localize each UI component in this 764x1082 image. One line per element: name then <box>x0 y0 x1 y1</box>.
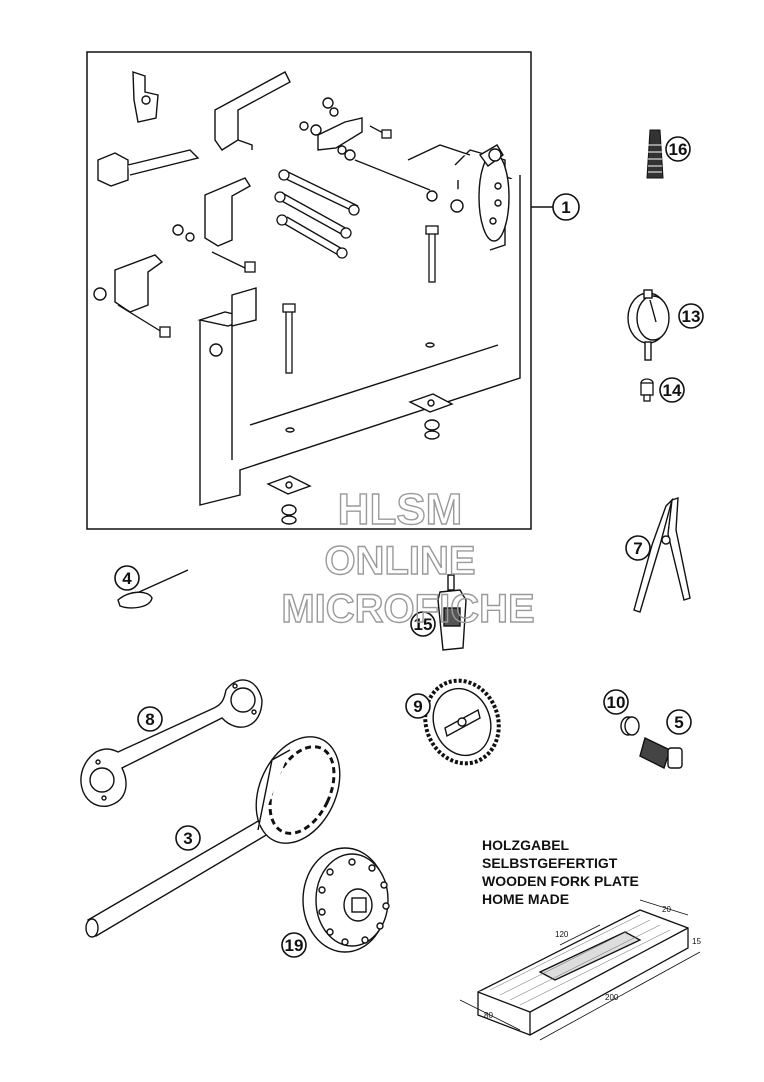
callout-4: 4 <box>122 569 132 588</box>
svg-text:HLSM: HLSM <box>338 485 463 534</box>
part-8-pin-wrench <box>80 679 263 807</box>
svg-text:MICROFICHE: MICROFICHE <box>281 587 534 631</box>
part-4-spoon <box>117 569 189 609</box>
note-line-2: SELBSTGEFERTIGT <box>482 855 618 871</box>
part-19-puller <box>302 847 390 953</box>
part-9-toothed-disc <box>423 678 501 766</box>
note-line-4: HOME MADE <box>482 891 570 907</box>
bolts <box>117 125 439 374</box>
callout-5: 5 <box>674 713 683 732</box>
callout-3: 3 <box>183 829 192 848</box>
loose-brackets <box>93 71 464 313</box>
part-3-holding-tool <box>85 736 341 938</box>
part-15-tube <box>437 574 467 651</box>
part-16-insert <box>646 129 664 179</box>
dim-15: 15 <box>692 937 701 946</box>
callout-19: 19 <box>285 936 304 955</box>
wooden-fork-plate <box>459 899 701 1041</box>
part-5-adapter <box>639 737 683 769</box>
svg-text:ONLINE: ONLINE <box>324 539 475 583</box>
callout-10: 10 <box>607 693 626 712</box>
callout-9: 9 <box>413 697 422 716</box>
callout-1: 1 <box>561 198 570 217</box>
note-line-3: WOODEN FORK PLATE <box>482 873 639 889</box>
dim-120: 120 <box>555 930 569 939</box>
callout-14: 14 <box>663 381 682 400</box>
part-13-dial-gauge <box>627 289 670 361</box>
watermark: HLSM ONLINE MICROFICHE <box>281 484 536 631</box>
callout-16: 16 <box>669 140 688 159</box>
part-10-sleeve <box>620 716 640 736</box>
callout-8: 8 <box>145 710 154 729</box>
assembly-frame <box>86 51 532 530</box>
wooden-fork-note: HOLZGABEL SELBSTGEFERTIGT WOODEN FORK PL… <box>482 836 639 908</box>
note-line-1: HOLZGABEL <box>482 837 570 853</box>
callout-7: 7 <box>633 539 642 558</box>
part-7-pliers <box>633 497 691 613</box>
part-14-adapter <box>640 378 654 402</box>
callouts <box>114 136 704 958</box>
engine-stand <box>197 144 521 525</box>
dim-80: 80 <box>484 1011 493 1020</box>
callout-13: 13 <box>682 307 701 326</box>
callout-15: 15 <box>414 615 433 634</box>
dim-20: 20 <box>662 905 671 914</box>
dim-200: 200 <box>605 993 619 1002</box>
